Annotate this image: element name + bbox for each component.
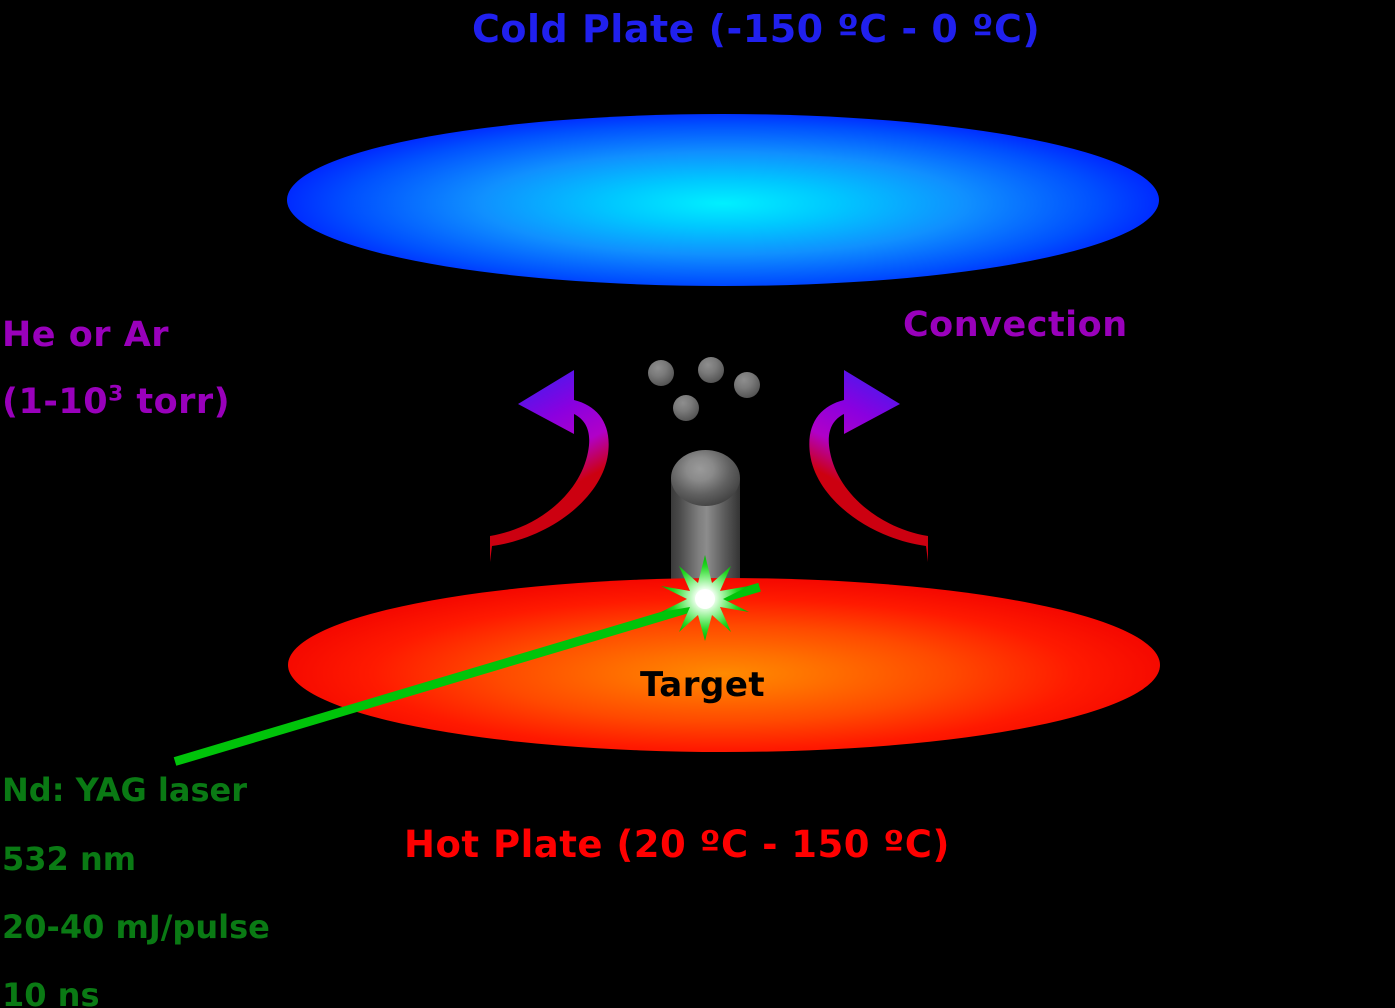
gas-pressure-label: (1-103 torr) <box>2 382 231 422</box>
laser-name-label: Nd: YAG laser <box>2 771 247 809</box>
cold-plate-title: Cold Plate (-150 ºC - 0 ºC) <box>472 7 1041 51</box>
laser-wavelength-label: 532 nm <box>2 840 137 878</box>
gas-species-label: He or Ar <box>2 315 170 355</box>
gas-pressure-exponent: 3 <box>108 381 124 407</box>
ablated-particle <box>673 395 699 421</box>
gas-pressure-suffix: torr) <box>123 382 231 422</box>
ablated-particle <box>734 372 760 398</box>
laser-impact-spark-icon <box>661 555 749 641</box>
convection-label: Convection <box>903 305 1128 345</box>
target-label: Target <box>640 665 766 705</box>
laser-energy-label: 20-40 mJ/pulse <box>2 908 270 946</box>
laser-duration-label: 10 ns <box>2 976 100 1008</box>
ablated-particle <box>648 360 674 386</box>
convection-arrow-right-icon <box>809 370 928 562</box>
target-rod-dome <box>671 450 740 506</box>
convection-arrow-left-icon <box>490 370 609 562</box>
cold-plate-ellipse <box>287 114 1159 286</box>
ablated-particle <box>698 357 724 383</box>
gas-pressure-prefix: (1-10 <box>2 382 109 422</box>
hot-plate-title: Hot Plate (20 ºC - 150 ºC) <box>404 823 950 866</box>
